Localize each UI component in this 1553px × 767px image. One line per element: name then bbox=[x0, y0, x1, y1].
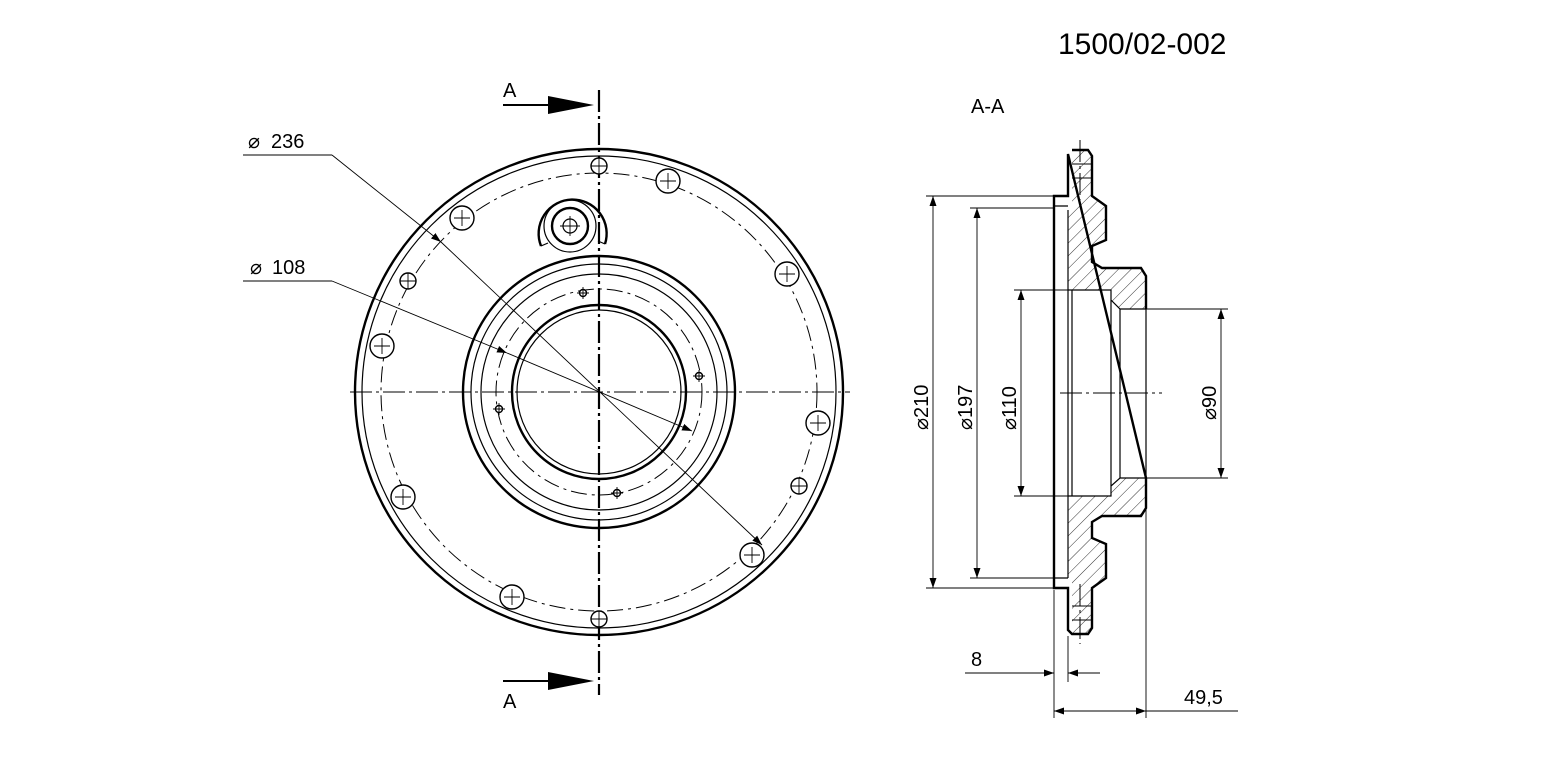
dim-90-label: ⌀90 bbox=[1199, 386, 1221, 420]
section-arrow-bottom: A bbox=[503, 672, 594, 713]
dim-8-label: 8 bbox=[971, 649, 982, 671]
section-hatch-bottom bbox=[1068, 478, 1146, 634]
dim-210: ⌀210 bbox=[911, 195, 1054, 589]
section-hatch-top bbox=[1068, 150, 1146, 309]
hole-center-marks bbox=[374, 158, 826, 627]
dim-197-label: ⌀197 bbox=[955, 385, 977, 430]
dim-49-5-label: 49,5 bbox=[1184, 687, 1223, 709]
boss-fitting bbox=[537, 198, 608, 253]
dim-inner-pcd-label: 108 bbox=[272, 257, 305, 279]
dim-outer-pcd: ⌀ 236 bbox=[243, 131, 763, 546]
dim-8: 8 bbox=[965, 590, 1100, 682]
dim-49-5: 49,5 bbox=[1053, 478, 1238, 718]
dim-197: ⌀197 bbox=[955, 207, 1054, 579]
section-mark-top: A bbox=[503, 80, 517, 102]
section-view: A-A ⌀210 ⌀197 bbox=[911, 96, 1238, 718]
symbol-diameter: ⌀ bbox=[248, 131, 260, 153]
dim-110: ⌀110 bbox=[999, 289, 1072, 497]
section-title: A-A bbox=[971, 96, 1005, 118]
front-view: ⌀ 236 ⌀ 108 A A bbox=[243, 80, 850, 713]
inner-holes bbox=[493, 287, 705, 499]
dim-inner-pcd: ⌀ 108 bbox=[243, 257, 693, 432]
symbol-diameter: ⌀ bbox=[250, 257, 262, 279]
dim-outer-pcd-label: 236 bbox=[271, 131, 304, 153]
section-mark-bottom: A bbox=[503, 691, 517, 713]
section-arrow-top: A bbox=[503, 80, 594, 114]
dim-210-label: ⌀210 bbox=[911, 385, 933, 430]
dim-110-label: ⌀110 bbox=[999, 386, 1021, 430]
dim-90: ⌀90 bbox=[1146, 308, 1228, 479]
drawing-number: 1500/02-002 bbox=[1058, 28, 1227, 61]
